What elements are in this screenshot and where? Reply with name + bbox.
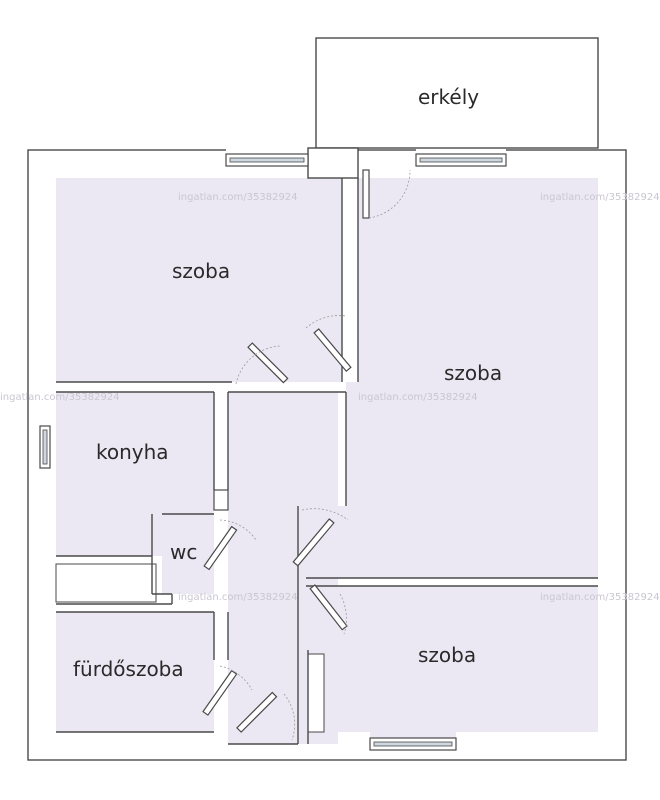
room-labels: erkély szoba szoba konyha wc szoba fürdő…	[73, 85, 502, 681]
label-szoba-top-left: szoba	[172, 259, 230, 283]
label-erkely: erkély	[418, 85, 479, 109]
label-szoba-bottom-right: szoba	[418, 643, 476, 667]
label-wc: wc	[170, 540, 197, 564]
label-furdoszoba: fürdőszoba	[73, 657, 184, 681]
watermark-3: ingatlan.com/35382924	[0, 392, 120, 403]
door-szoba-top-left	[235, 342, 289, 385]
window-top-right	[415, 153, 507, 167]
top-wall-openings	[226, 147, 506, 179]
room-szoba-top-left	[56, 178, 342, 382]
window-top-left	[225, 153, 309, 167]
room-wc	[162, 514, 214, 594]
room-furdoszoba	[56, 612, 214, 732]
windows	[39, 153, 507, 751]
window-bottom	[369, 737, 457, 751]
room-storage	[55, 563, 157, 603]
door-furdoszoba	[202, 665, 253, 716]
window-left	[39, 425, 51, 469]
room-szoba-bottom-right	[326, 586, 598, 742]
door-szoba-bottom-right	[309, 584, 348, 635]
doors	[202, 169, 411, 741]
door-szoba-right-top	[305, 315, 352, 373]
watermarks: ingatlan.com/35382924 ingatlan.com/35382…	[0, 192, 660, 603]
label-konyha: konyha	[96, 440, 169, 464]
room-areas	[55, 178, 598, 744]
door-szoba-right-bottom	[292, 508, 349, 567]
label-szoba-right: szoba	[444, 361, 502, 385]
balcony	[315, 37, 599, 149]
watermark-1: ingatlan.com/35382924	[178, 192, 298, 203]
room-niche	[307, 653, 325, 733]
door-wc	[203, 519, 257, 571]
door-konyha	[213, 489, 229, 511]
door-balcony	[362, 169, 411, 219]
door-hall-bottom	[236, 691, 296, 741]
interior-walls	[56, 178, 598, 745]
room-szoba-right	[306, 178, 598, 578]
watermark-6: ingatlan.com/35382924	[540, 592, 660, 603]
watermark-2: ingatlan.com/35382924	[540, 192, 660, 203]
watermark-5: ingatlan.com/35382924	[178, 592, 298, 603]
watermark-4: ingatlan.com/35382924	[358, 392, 478, 403]
